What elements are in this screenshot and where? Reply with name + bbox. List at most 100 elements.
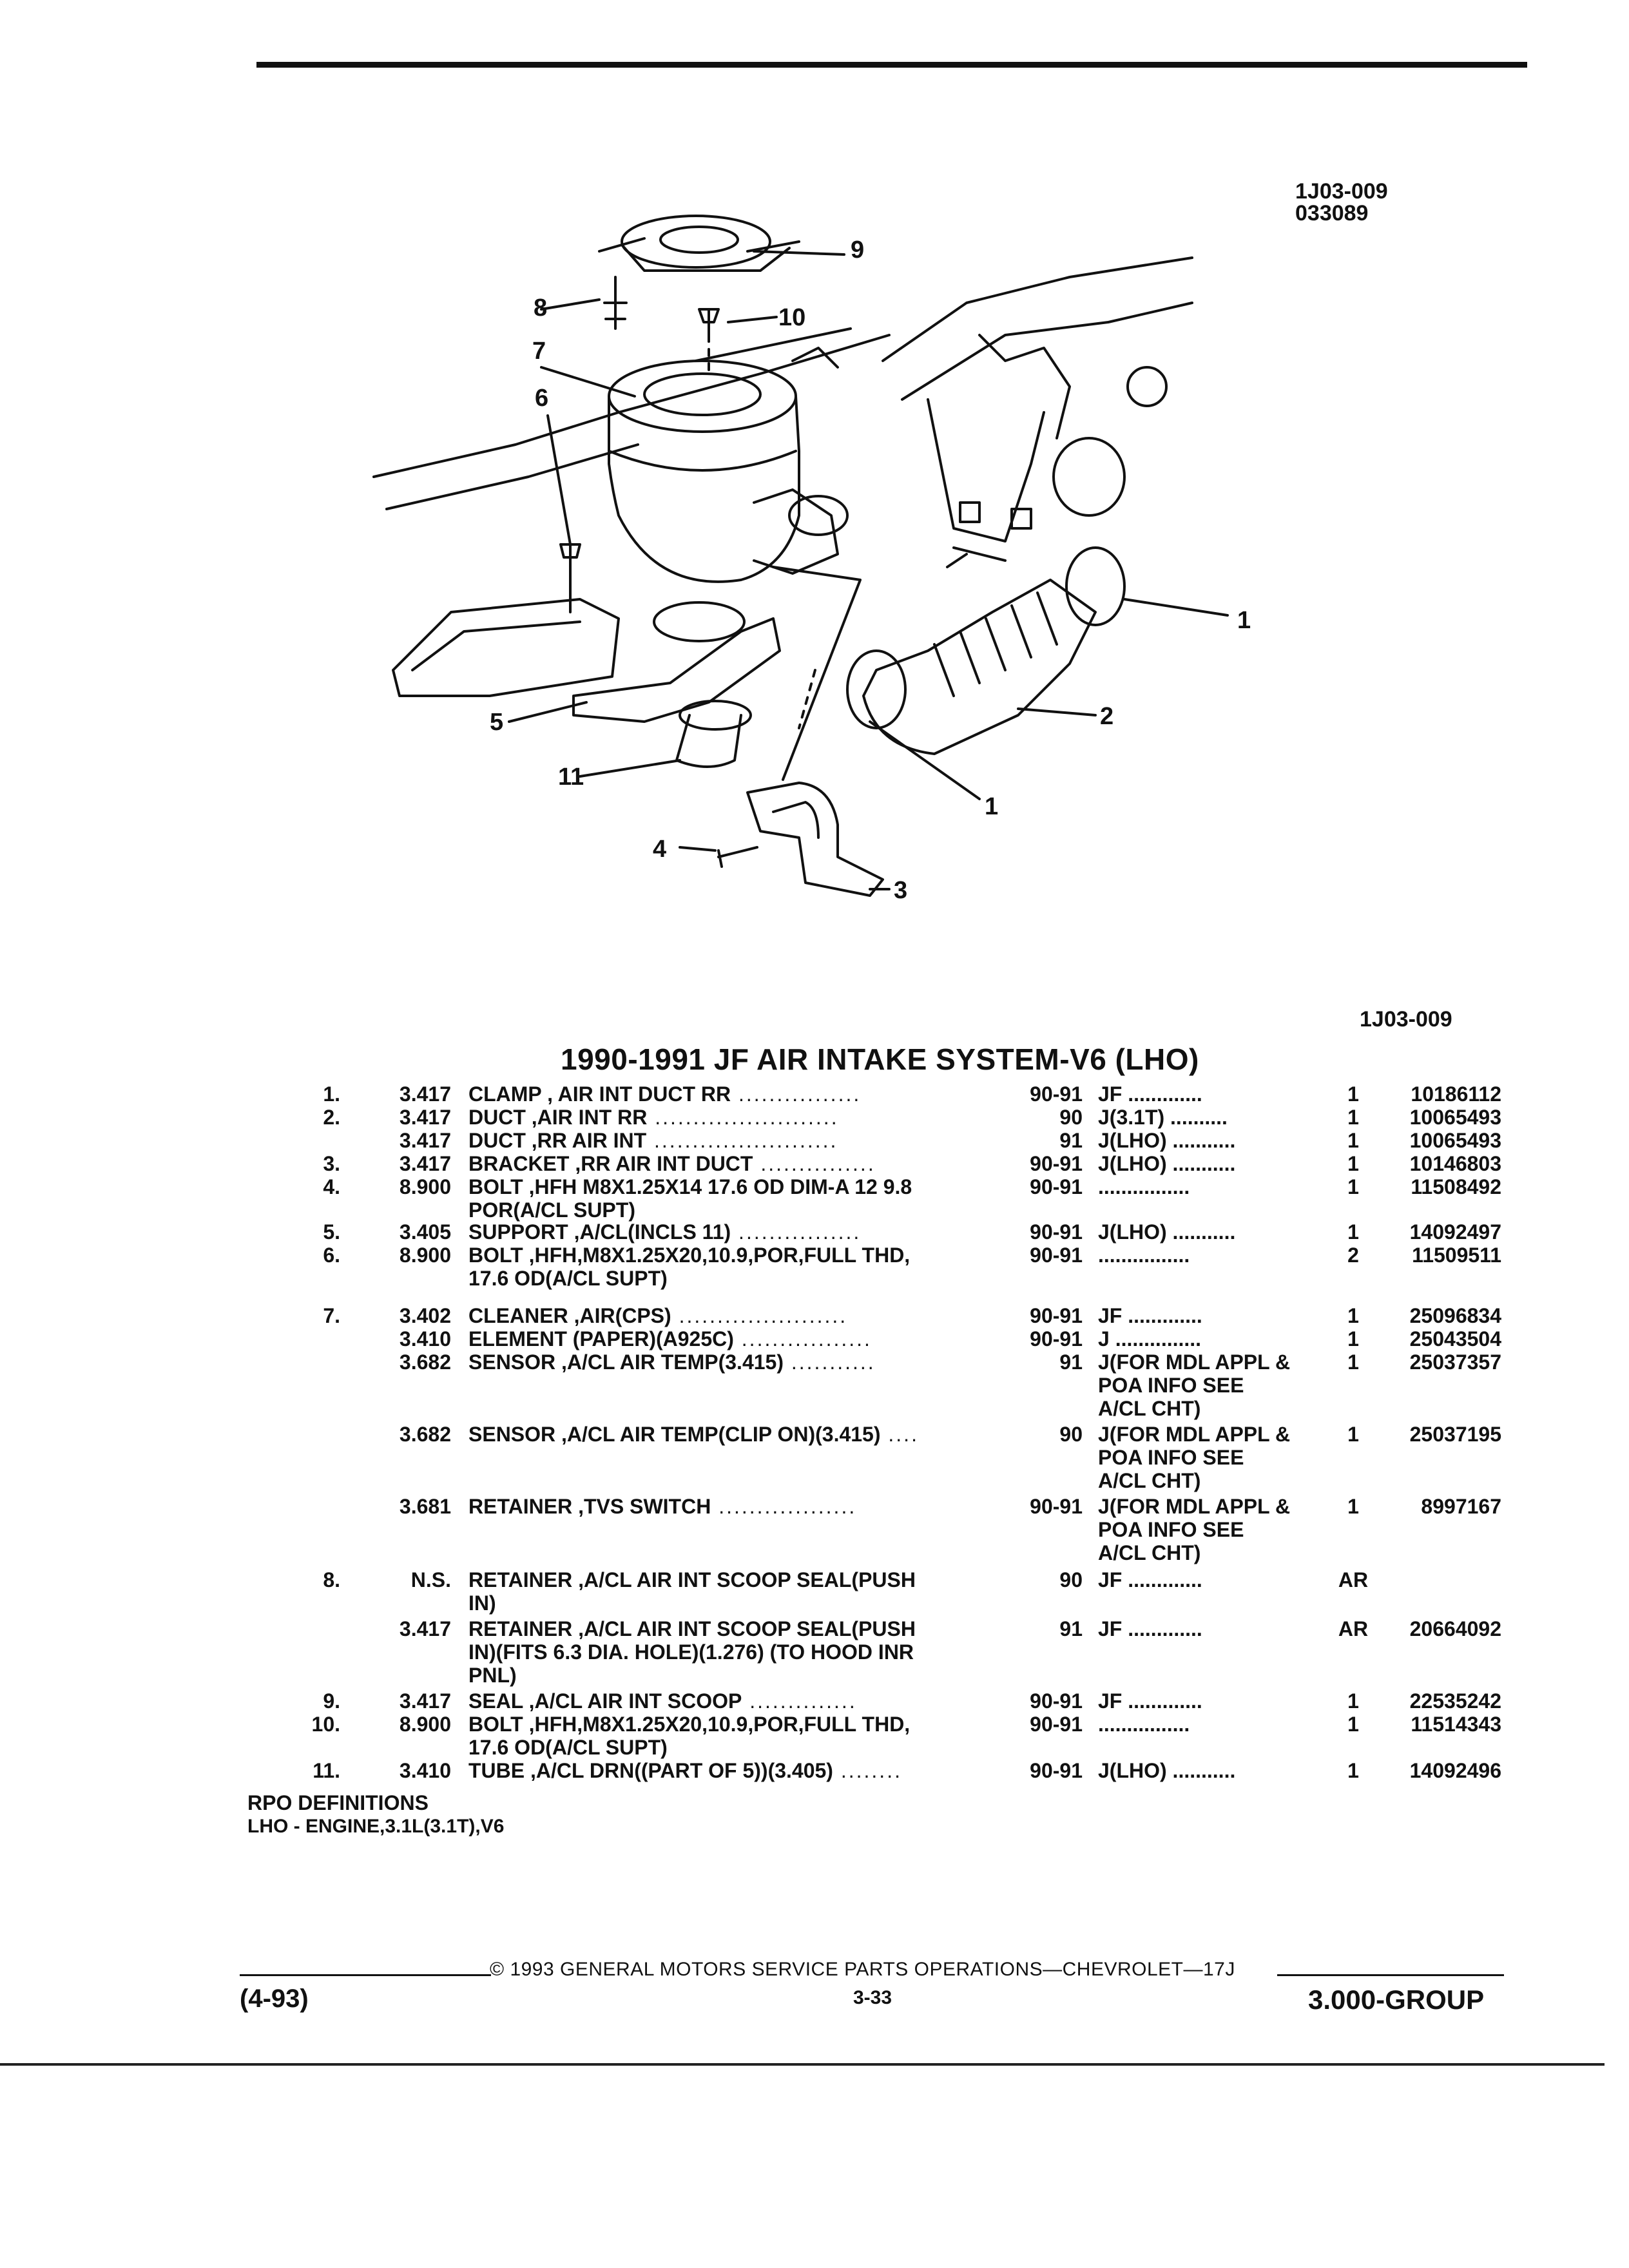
model-years: 90-91: [1030, 1689, 1083, 1713]
item-number: 4.: [323, 1175, 340, 1198]
model-years: 90-91: [1030, 1327, 1083, 1350]
application: J(FOR MDL APPL & POA INFO SEE A/CL CHT): [1098, 1423, 1291, 1492]
support-part: [572, 617, 781, 723]
group-number: 3.417: [399, 1082, 451, 1106]
part-number: 11509511: [1412, 1244, 1501, 1267]
part-number: 25037357: [1409, 1350, 1501, 1374]
callout-9: 9: [851, 236, 864, 264]
model-years: 90: [1059, 1568, 1083, 1591]
item-number: 6.: [323, 1244, 340, 1267]
model-years: 90-91: [1030, 1759, 1083, 1782]
part-number: 25037195: [1409, 1423, 1501, 1446]
item-number: 9.: [323, 1689, 340, 1713]
application: ................: [1098, 1244, 1190, 1267]
clamp-part: [846, 649, 907, 729]
quantity: 1: [1347, 1495, 1359, 1518]
page-title: 1990-1991 JF AIR INTAKE SYSTEM-V6 (LHO): [561, 1043, 1199, 1076]
quantity: AR: [1338, 1568, 1369, 1591]
model-years: 90-91: [1030, 1082, 1083, 1106]
quantity: 1: [1347, 1129, 1359, 1152]
callout-6: 6: [535, 385, 548, 412]
quantity: AR: [1338, 1617, 1369, 1640]
part-number: 25043504: [1409, 1327, 1501, 1350]
group-number: 3.682: [399, 1350, 451, 1374]
part-description: BOLT ,HFH M8X1.25X14 17.6 OD DIM-A 12 9.…: [468, 1175, 912, 1222]
footer-group: 3.000-GROUP: [1308, 1984, 1485, 2015]
part-number: 14092497: [1409, 1220, 1501, 1244]
item-number: 1.: [323, 1082, 340, 1106]
part-number: 10146803: [1409, 1152, 1501, 1175]
application: J ...............: [1098, 1327, 1202, 1350]
quantity: 1: [1347, 1327, 1359, 1350]
ref-code: 1J03-009: [1295, 179, 1388, 204]
bolt-part-4: [717, 846, 758, 868]
application: JF .............: [1098, 1568, 1202, 1591]
part-description: BOLT ,HFH,M8X1.25X20,10.9,POR,FULL THD, …: [468, 1244, 911, 1290]
air-cleaner-part: [608, 360, 797, 433]
part-description: CLAMP , AIR INT DUCT RR ................: [468, 1082, 862, 1106]
footer-rule-left: [240, 1974, 491, 1976]
part-number: 22535242: [1409, 1689, 1501, 1713]
part-number: 14092496: [1409, 1759, 1501, 1782]
page-number: 3-33: [853, 1987, 892, 2008]
application: J(LHO) ...........: [1098, 1152, 1236, 1175]
part-description: SENSOR ,A/CL AIR TEMP(CLIP ON)(3.415) ..…: [468, 1423, 919, 1446]
part-number: 20664092: [1409, 1617, 1501, 1640]
model-years: 90-91: [1030, 1713, 1083, 1736]
item-number: 7.: [323, 1304, 340, 1327]
callout-10: 10: [778, 304, 805, 331]
fender-line-lower: [385, 443, 639, 510]
quantity: 1: [1347, 1759, 1359, 1782]
callout-1: 1: [1237, 607, 1251, 634]
item-number: 11.: [313, 1759, 340, 1782]
part-description: ELEMENT (PAPER)(A925C) .................: [468, 1327, 872, 1350]
item-number: 10.: [311, 1713, 340, 1736]
quantity: 2: [1347, 1244, 1359, 1267]
bracket-plate: [392, 598, 620, 697]
model-years: 90-91: [1030, 1304, 1083, 1327]
part-description: SEAL ,A/CL AIR INT SCOOP ..............: [468, 1689, 857, 1713]
application: JF .............: [1098, 1082, 1202, 1106]
callout-5: 5: [490, 709, 503, 736]
engine-outline: [882, 256, 1193, 401]
quantity: 1: [1347, 1689, 1359, 1713]
part-number: 10186112: [1411, 1082, 1501, 1106]
part-description: TUBE ,A/CL DRN((PART OF 5))(3.405) .....…: [468, 1759, 902, 1782]
group-number: 3.402: [399, 1304, 451, 1327]
model-years: 90: [1059, 1106, 1083, 1129]
retainer-part: [603, 276, 628, 330]
callout-3: 3: [894, 877, 907, 904]
exploded-parts-diagram: 1 2 3 4 5 6 7 8 9 10 11 1: [372, 215, 1251, 904]
part-description: RETAINER ,A/CL AIR INT SCOOP SEAL(PUSH I…: [468, 1568, 916, 1615]
clamp-part-2: [1065, 546, 1126, 626]
model-years: 90-91: [1030, 1244, 1083, 1267]
item-number: 8.: [323, 1568, 340, 1591]
footer-rule-right: [1277, 1974, 1504, 1976]
quantity: 1: [1347, 1082, 1359, 1106]
model-years: 90: [1059, 1423, 1083, 1446]
callout-8: 8: [534, 294, 547, 322]
part-number: 8997167: [1421, 1495, 1501, 1518]
bottom-rule: [0, 2063, 1605, 2066]
model-years: 91: [1059, 1129, 1083, 1152]
part-description: BOLT ,HFH,M8X1.25X20,10.9,POR,FULL THD, …: [468, 1713, 911, 1759]
group-number: 3.681: [399, 1495, 451, 1518]
part-description: RETAINER ,A/CL AIR INT SCOOP SEAL(PUSH I…: [468, 1617, 916, 1687]
part-number: 25096834: [1409, 1304, 1501, 1327]
quantity: 1: [1347, 1175, 1359, 1198]
group-number: 3.405: [399, 1220, 451, 1244]
quantity: 1: [1347, 1423, 1359, 1446]
model-years: 90-91: [1030, 1152, 1083, 1175]
callout-4: 4: [653, 836, 666, 863]
rpo-heading: RPO DEFINITIONS: [247, 1791, 429, 1814]
quantity: 1: [1347, 1713, 1359, 1736]
table-reference: 1J03-009: [1360, 1007, 1452, 1032]
group-number: 8.900: [399, 1175, 451, 1198]
part-description: DUCT ,RR AIR INT .......................…: [468, 1129, 838, 1152]
part-description: CLEANER ,AIR(CPS) ......................: [468, 1304, 848, 1327]
quantity: 1: [1347, 1220, 1359, 1244]
callout-7: 7: [532, 338, 546, 365]
application: J(LHO) ...........: [1098, 1759, 1236, 1782]
group-number: 3.417: [399, 1152, 451, 1175]
model-years: 90-91: [1030, 1175, 1083, 1198]
